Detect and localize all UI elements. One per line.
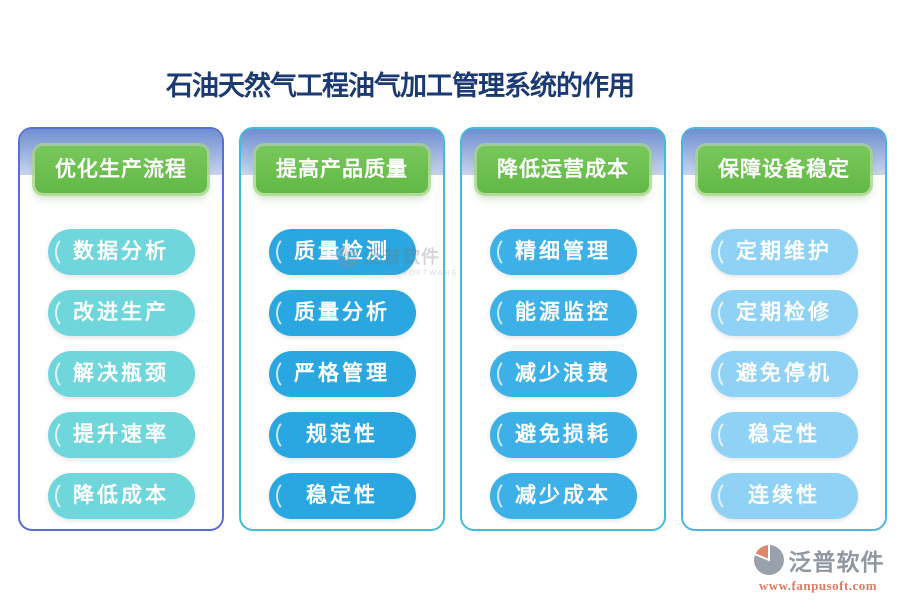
feature-pill: 减少成本	[489, 473, 637, 519]
feature-pill: 数据分析	[47, 229, 195, 275]
feature-pill: 解决瓶颈	[47, 351, 195, 397]
card-header: 优化生产流程	[35, 146, 207, 193]
pill-list: 精细管理 能源监控 减少浪费 避免损耗 减少成本	[462, 129, 664, 529]
feature-pill: 连续性	[710, 473, 858, 519]
footer-website-text: www.fanpusoft.com	[758, 578, 878, 593]
footer-logo: 泛普软件 www.fanpusoft.com	[746, 543, 890, 594]
page-title: 石油天然气工程油气加工管理系统的作用	[166, 71, 635, 101]
footer-brand-text: 泛普软件	[788, 549, 885, 575]
feature-pill: 避免停机	[710, 351, 858, 397]
pill-list: 定期维护 定期检修 避免停机 稳定性 连续性	[683, 129, 885, 529]
card-header: 提高产品质量	[256, 146, 428, 193]
benefit-card-product-quality: 提高产品质量 质量检测 质量分析 严格管理 规范性 稳定性	[239, 127, 445, 531]
feature-pill: 稳定性	[710, 412, 858, 458]
benefit-card-equipment-stability: 保障设备稳定 定期维护 定期检修 避免停机 稳定性 连续性	[681, 127, 887, 531]
feature-pill: 定期检修	[710, 290, 858, 336]
feature-pill: 定期维护	[710, 229, 858, 275]
feature-pill: 能源监控	[489, 290, 637, 336]
feature-pill: 避免损耗	[489, 412, 637, 458]
benefit-card-optimize-production: 优化生产流程 数据分析 改进生产 解决瓶颈 提升速率 降低成本	[18, 127, 224, 531]
feature-pill: 严格管理	[268, 351, 416, 397]
fanpu-logo-icon	[752, 543, 784, 575]
feature-pill: 改进生产	[47, 290, 195, 336]
feature-pill: 精细管理	[489, 229, 637, 275]
feature-pill: 质量分析	[268, 290, 416, 336]
benefit-card-operating-cost: 降低运营成本 精细管理 能源监控 减少浪费 避免损耗 减少成本	[460, 127, 666, 531]
feature-pill: 降低成本	[47, 473, 195, 519]
feature-pill: 稳定性	[268, 473, 416, 519]
card-header: 降低运营成本	[477, 146, 649, 193]
feature-pill: 减少浪费	[489, 351, 637, 397]
feature-pill: 规范性	[268, 412, 416, 458]
pill-list: 数据分析 改进生产 解决瓶颈 提升速率 降低成本	[20, 129, 222, 529]
pill-list: 质量检测 质量分析 严格管理 规范性 稳定性	[241, 129, 443, 529]
card-header: 保障设备稳定	[698, 146, 870, 193]
feature-pill: 提升速率	[47, 412, 195, 458]
feature-pill: 质量检测	[268, 229, 416, 275]
